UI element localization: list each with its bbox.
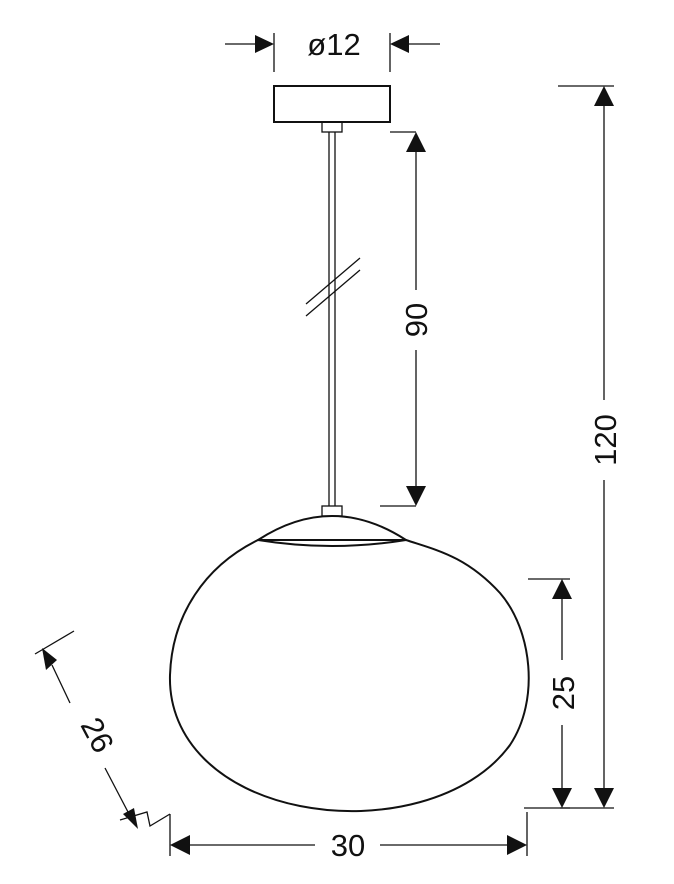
lamp-shade [168,505,530,813]
shade-height-dimension: 25 [524,578,581,809]
cable-length-label: 90 [399,303,434,337]
canopy-diameter-label: ø12 [307,27,360,62]
arrow-left-icon [390,35,409,53]
arrow-left-icon [170,835,190,855]
arrow-down-icon [594,788,614,808]
arrow-right-icon [255,35,274,53]
shade-depth-dimension: 26 [34,630,171,829]
arrow-right-icon [507,835,527,855]
arrow-up-icon [594,86,614,106]
shade-width-label: 30 [331,828,365,863]
arrow-down-icon [552,788,572,808]
cable-break-mark-2 [305,269,361,317]
cable-length-dimension: 90 [380,131,434,507]
shade-height-label: 25 [546,676,581,710]
arrow-down-right-icon [123,808,138,829]
suspension-cable [305,132,361,506]
arrow-up-left-icon [42,648,57,670]
cable-break-mark-1 [305,257,361,305]
ceiling-canopy [273,85,391,133]
glass-globe [168,538,530,813]
shade-cap [254,515,410,541]
shade-width-dimension: 30 [169,812,528,863]
shade-holder [321,505,343,517]
arrow-up-icon [552,579,572,599]
arrow-up-icon [406,132,426,152]
shade-depth-label: 26 [74,712,121,759]
arrow-down-icon [406,486,426,506]
total-height-label: 120 [588,414,623,466]
canopy-diameter-dimension: ø12 [225,27,440,72]
